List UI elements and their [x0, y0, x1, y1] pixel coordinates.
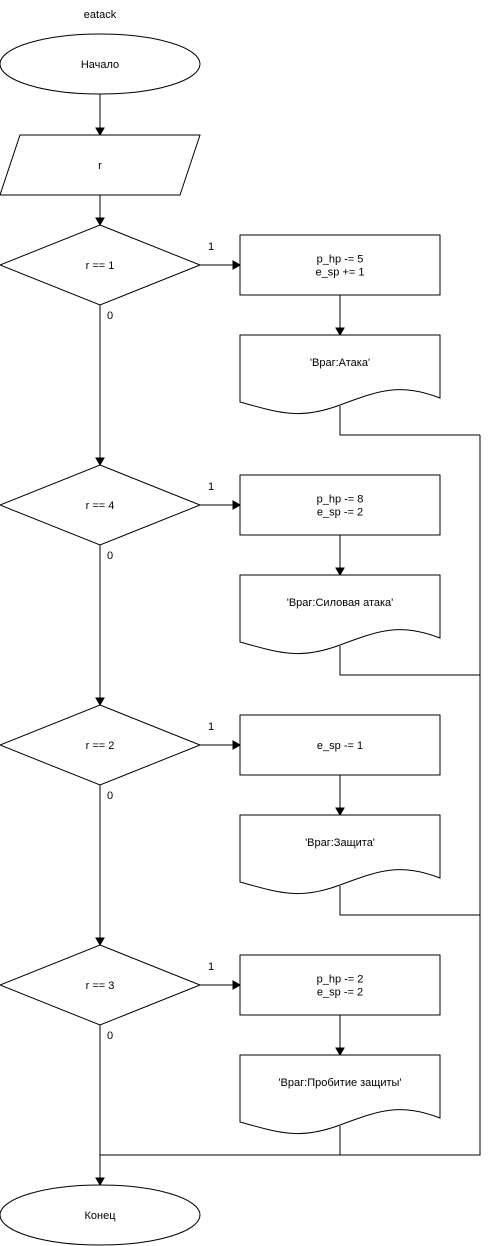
arrowhead-no: [95, 697, 105, 707]
decision-block: r == 3 1 p_hp -= 2e_sp -= 2 'Враг:Пробитие …: [0, 944, 480, 1187]
decision-block: r == 2 1 e_sp -= 1 'Враг:Защита' 0: [0, 704, 480, 947]
process-box[interactable]: e_sp -= 1: [239, 714, 441, 776]
label-yes: 1: [208, 721, 214, 733]
label-no: 0: [107, 310, 113, 322]
merge-line: [100, 435, 481, 1156]
document-shape: [239, 814, 441, 895]
decision-condition: r == 2: [86, 740, 115, 752]
process-box[interactable]: p_hp -= 2e_sp -= 2: [239, 954, 441, 1016]
process-line: p_hp -= 8: [317, 494, 364, 506]
label-yes: 1: [208, 241, 214, 253]
arrowhead-yes: [232, 740, 242, 750]
process-line: e_sp -= 1: [317, 740, 363, 752]
process-box[interactable]: p_hp -= 8e_sp -= 2: [239, 474, 441, 536]
process-line: p_hp -= 5: [317, 254, 364, 266]
document-shape: [239, 334, 441, 415]
label-no: 0: [107, 790, 113, 802]
output-text: 'Враг:Атака': [310, 357, 370, 369]
arrowhead-no: [95, 937, 105, 947]
decision-diamond[interactable]: r == 4: [0, 464, 202, 546]
decision-block: r == 4 1 p_hp -= 8e_sp -= 2 'Враг:Силовая а…: [0, 464, 480, 707]
output-document[interactable]: 'Враг:Атака': [239, 334, 441, 415]
arrowhead-start-input: [95, 127, 105, 137]
process-line: e_sp += 1: [316, 267, 365, 279]
decision-condition: r == 1: [86, 260, 115, 272]
output-document[interactable]: 'Враг:Пробитие защиты': [239, 1054, 441, 1135]
output-text: 'Враг:Защита': [305, 837, 375, 849]
process-line: p_hp -= 2: [317, 974, 364, 986]
arrowhead-process-output: [335, 807, 345, 817]
label-yes: 1: [208, 961, 214, 973]
output-document[interactable]: 'Враг:Силовая атака': [239, 574, 441, 655]
decision-condition: r == 4: [86, 500, 115, 512]
process-line: e_sp -= 2: [317, 507, 363, 519]
arrowhead-yes: [232, 260, 242, 270]
edge-return: [339, 646, 480, 676]
start-label: Начало: [81, 59, 119, 71]
diagram-title: eatack: [84, 9, 117, 21]
process-rect: [239, 954, 441, 1016]
arrowhead-no: [95, 457, 105, 467]
document-shape: [239, 574, 441, 655]
decision-diamond[interactable]: r == 3: [0, 944, 202, 1026]
input-label: r: [98, 160, 102, 172]
decision-diamond[interactable]: r == 2: [0, 704, 202, 786]
decision-block: r == 1 1 p_hp -= 5e_sp += 1 'Враг:Атака' 0: [0, 224, 480, 467]
arrowhead-yes: [232, 980, 242, 990]
arrowhead-yes: [232, 500, 242, 510]
label-no: 0: [107, 1030, 113, 1042]
output-document[interactable]: 'Враг:Защита': [239, 814, 441, 895]
label-no: 0: [107, 550, 113, 562]
arrowhead-input-decision: [95, 217, 105, 227]
output-text: 'Враг:Силовая атака': [287, 597, 394, 609]
end-label: Конец: [84, 1210, 116, 1222]
end-terminator[interactable]: Конец: [0, 1184, 201, 1246]
document-shape: [239, 1054, 441, 1135]
process-rect: [239, 714, 441, 776]
edge-return: [339, 886, 480, 916]
arrowhead-process-output: [335, 1047, 345, 1057]
arrowhead-process-output: [335, 327, 345, 337]
edge-return: [339, 406, 480, 436]
start-terminator[interactable]: Начало: [0, 33, 201, 95]
label-yes: 1: [208, 481, 214, 493]
process-line: e_sp -= 2: [317, 987, 363, 999]
input-parallelogram[interactable]: r: [0, 134, 201, 196]
process-box[interactable]: p_hp -= 5e_sp += 1: [239, 234, 441, 296]
arrowhead-process-output: [335, 567, 345, 577]
decision-diamond[interactable]: r == 1: [0, 224, 202, 306]
output-text: 'Враг:Пробитие защиты': [278, 1077, 401, 1089]
arrowhead-end: [95, 1177, 105, 1187]
edge-return: [339, 1126, 480, 1156]
process-rect: [239, 234, 441, 296]
process-rect: [239, 474, 441, 536]
decision-condition: r == 3: [86, 980, 115, 992]
